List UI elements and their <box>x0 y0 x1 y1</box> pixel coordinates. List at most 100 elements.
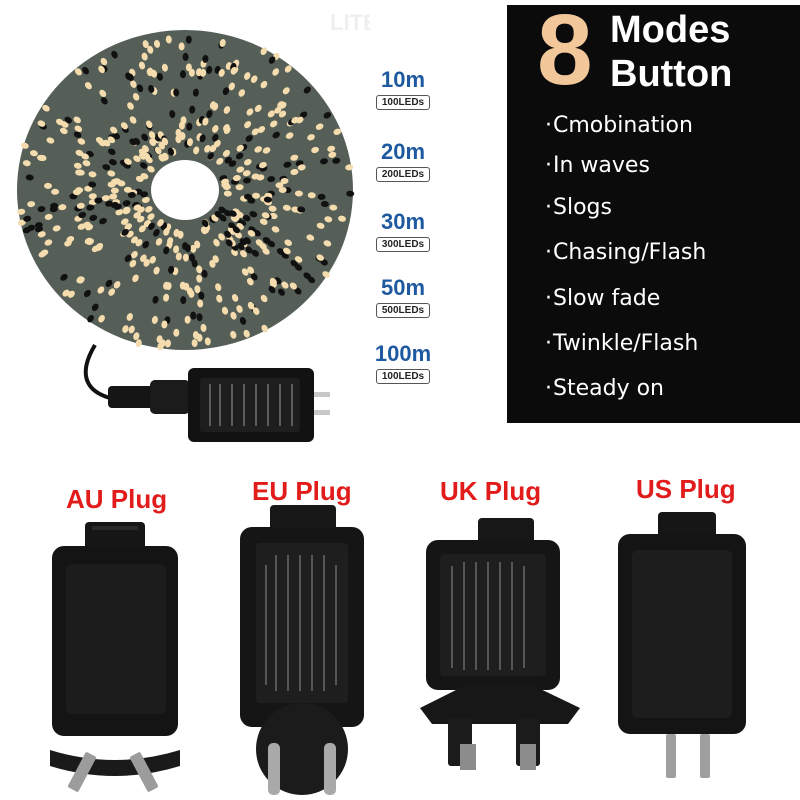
led-bulb <box>307 192 316 199</box>
led-bulb <box>269 212 278 220</box>
plug-label-eu: EU Plug <box>252 476 352 506</box>
led-bulb <box>243 329 250 338</box>
led-bulb <box>327 145 336 152</box>
led-bulb <box>132 92 140 101</box>
led-bulb <box>100 57 108 66</box>
led-bulb <box>212 133 219 142</box>
mode-label: Chasing/Flash <box>553 240 707 265</box>
led-bulb <box>147 165 155 173</box>
led-bulb <box>188 253 195 262</box>
led-bulb <box>77 138 86 145</box>
mode-item: ·Cmobination <box>545 113 693 139</box>
led-bulb <box>99 89 107 98</box>
led-count-badge: 300LEDs <box>375 237 431 252</box>
led-bulb <box>142 240 150 249</box>
led-bulb <box>107 170 116 177</box>
led-bulb <box>253 229 261 237</box>
led-bulb <box>223 190 232 197</box>
led-bulb <box>246 108 254 116</box>
led-bulb <box>316 222 325 229</box>
led-bulb <box>64 240 72 247</box>
led-bulb <box>27 201 36 208</box>
led-bulb <box>75 187 84 194</box>
led-bulb <box>109 193 118 200</box>
led-bulb <box>123 186 132 193</box>
led-bulb <box>209 259 216 268</box>
led-bulb <box>215 283 222 292</box>
led-bulb <box>138 61 146 70</box>
led-bulb <box>175 135 182 144</box>
led-bulb <box>73 131 82 138</box>
length-meters: 30m <box>380 209 426 234</box>
led-bulb <box>84 82 92 90</box>
led-bulb <box>306 234 315 241</box>
led-bulb <box>294 256 303 263</box>
led-bulb <box>222 87 230 96</box>
led-bulb <box>260 80 268 89</box>
led-bulb <box>145 120 153 129</box>
mode-item: ·Steady on <box>545 376 664 402</box>
led-bulb <box>173 88 180 97</box>
au-plug-adapter <box>50 522 180 792</box>
led-bulb <box>250 272 258 281</box>
led-bulb <box>129 116 137 124</box>
led-bulb <box>36 154 45 161</box>
led-bulb <box>182 253 189 262</box>
led-bulb <box>261 212 270 219</box>
led-bulb <box>247 266 255 274</box>
mode-label: Cmobination <box>553 113 693 138</box>
led-bulb <box>133 155 141 163</box>
led-bulb <box>243 158 252 166</box>
led-bulb <box>194 285 201 294</box>
led-bulb <box>38 251 47 258</box>
led-bulb <box>147 213 155 221</box>
led-bulb <box>245 246 253 254</box>
led-bulb <box>105 200 113 207</box>
led-bulb <box>155 237 163 246</box>
bullet: · <box>545 376 552 401</box>
led-bulb <box>197 299 204 308</box>
led-bulb <box>17 219 26 226</box>
led-bulb <box>268 56 276 64</box>
watermark-text: LITB <box>330 10 370 35</box>
led-bulb <box>230 66 237 75</box>
led-bulb <box>262 147 271 154</box>
led-bulb <box>216 157 224 165</box>
led-bulb <box>315 123 324 130</box>
led-bulb <box>241 268 249 276</box>
led-bulb <box>113 203 122 210</box>
led-bulb <box>218 233 225 241</box>
led-bulb <box>282 204 291 211</box>
led-bulb <box>186 122 193 131</box>
led-bulb <box>284 65 292 73</box>
led-bulb <box>20 142 29 149</box>
led-bulb <box>112 132 120 140</box>
led-bulb <box>108 288 116 296</box>
led-bulb <box>232 226 241 234</box>
led-bulb <box>73 162 82 169</box>
led-bulb <box>236 144 244 152</box>
led-bulb <box>236 305 243 313</box>
led-bulb <box>195 68 203 77</box>
led-bulb <box>56 118 64 126</box>
led-bulb <box>130 236 139 244</box>
led-bulb <box>175 252 182 261</box>
led-bulb <box>250 75 258 83</box>
bullet: · <box>545 113 552 138</box>
length-meters: 50m <box>380 275 426 300</box>
led-bulb <box>124 158 132 165</box>
led-bulb <box>109 159 117 166</box>
led-bulb <box>272 68 280 76</box>
led-bulb <box>219 39 226 47</box>
led-bulb <box>346 190 355 197</box>
led-bulb <box>188 289 195 298</box>
led-bulb <box>200 226 208 235</box>
led-bulb <box>252 192 261 199</box>
led-bulb <box>85 224 94 231</box>
led-bulb <box>52 225 61 232</box>
led-bulb <box>173 328 180 337</box>
led-bulb <box>37 231 46 238</box>
us-plug-adapter <box>618 512 746 778</box>
led-bulb <box>243 177 251 184</box>
led-bulb <box>111 50 118 59</box>
